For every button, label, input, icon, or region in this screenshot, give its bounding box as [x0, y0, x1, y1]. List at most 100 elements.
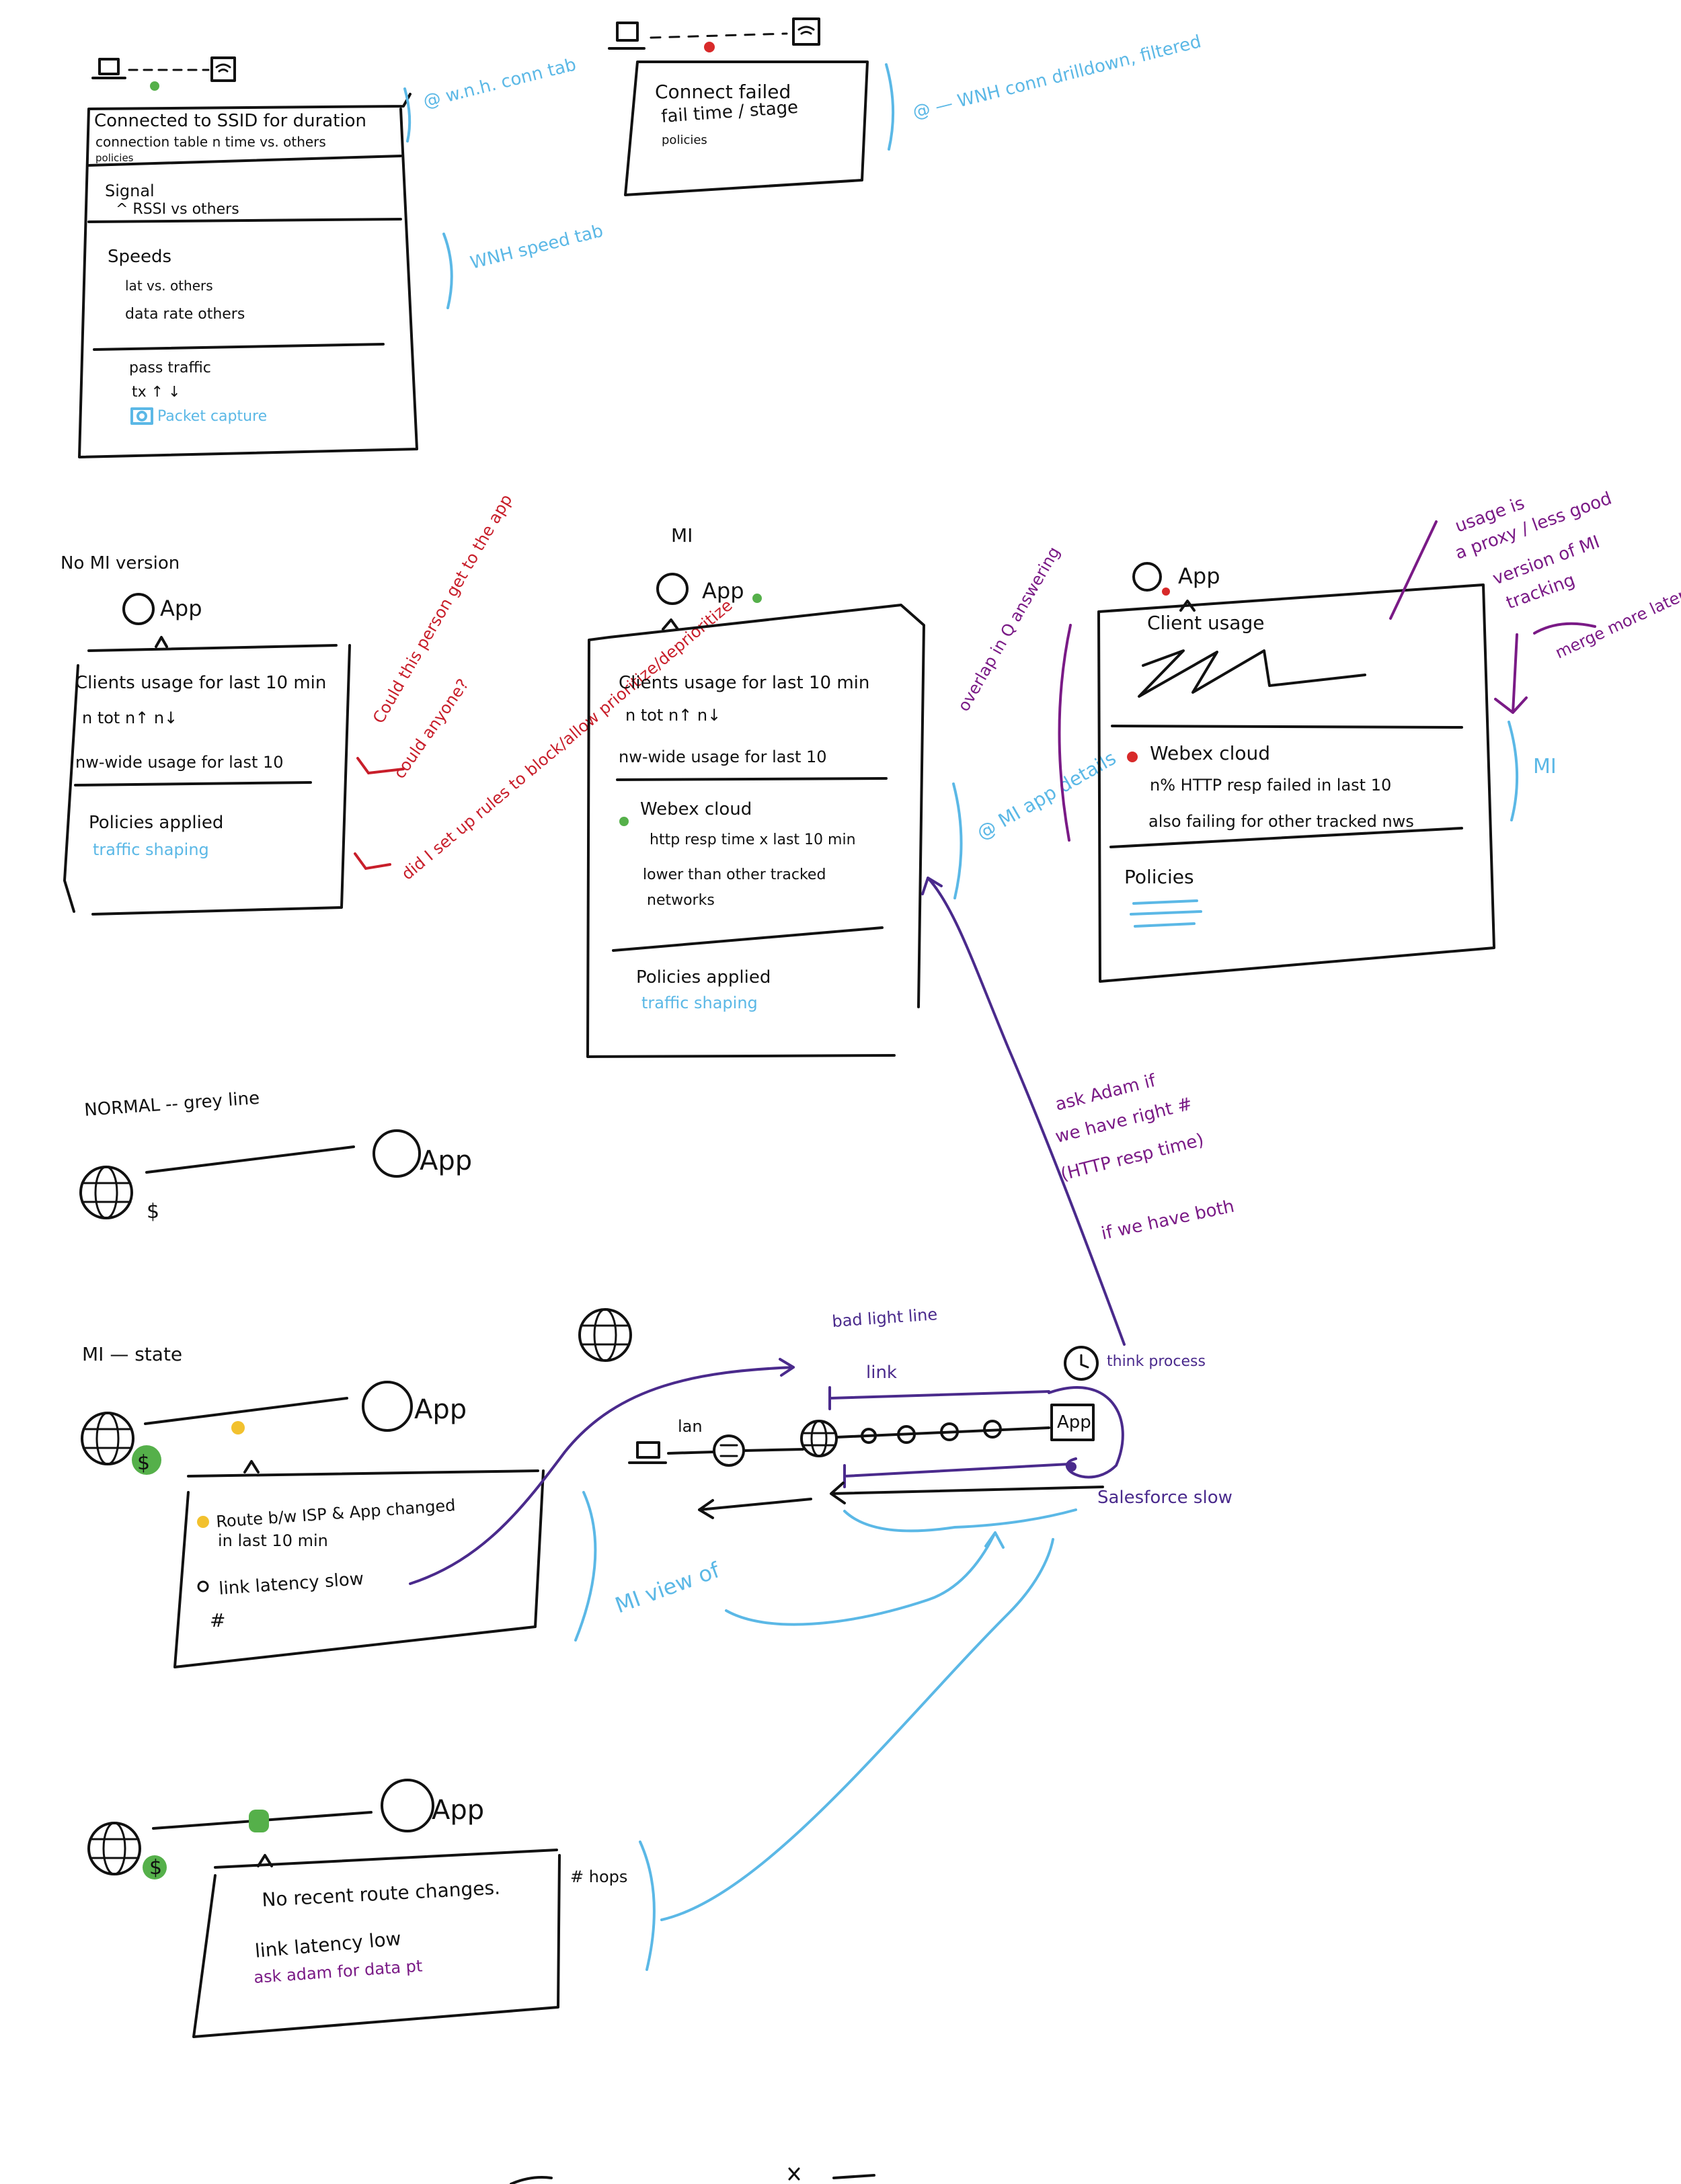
conn-line-3: policies [95, 152, 134, 164]
lower-than-tracked: lower than other tracked [643, 866, 826, 883]
arrow-to-chain [725, 1531, 1005, 1626]
datarate-vs-others: data rate others [125, 306, 245, 323]
signal-label: Signal [105, 181, 155, 200]
rssi-label: ^ RSSI vs others [116, 201, 239, 218]
mi-card: MI App Clients usage for last 10 min n t… [586, 524, 1120, 1058]
mi-heading: MI [671, 524, 693, 547]
app-label: App [160, 596, 202, 621]
laptop-icon [628, 1441, 667, 1464]
return-arrow-2 [698, 1498, 812, 1519]
globe-icon [800, 1420, 838, 1457]
hops-label: # hops [570, 1867, 627, 1886]
ask-adam-note: ask Adam if we have right # (HTTP resp t… [921, 877, 1236, 1346]
webex-cloud-label: Webex cloud [640, 799, 752, 819]
status-dot-yellow [197, 1516, 209, 1528]
nw-wide-usage: nw-wide usage for last 10 [75, 753, 284, 772]
speeds-label: Speeds [108, 247, 171, 267]
green-blob [143, 1855, 167, 1879]
salesforce-slow-1: Salesforce slow [1097, 1488, 1233, 1508]
status-dot-red [704, 42, 715, 52]
webex-cloud-label: Webex cloud [1150, 742, 1270, 764]
app-circle-green [362, 1381, 413, 1432]
app-circle-icon [1132, 562, 1162, 592]
no-mi-heading: No MI version [61, 553, 180, 573]
usage-counts: n tot n↑ n↓ [82, 709, 178, 727]
merge-later-note: merge more later? [1553, 582, 1681, 663]
cost-icon: $ [147, 1200, 159, 1223]
route-changed-2: in last 10 min [218, 1531, 328, 1550]
pass-traffic-label: pass traffic [129, 360, 211, 376]
policies-applied: Policies applied [636, 967, 771, 987]
packet-capture-link[interactable]: Packet capture [157, 408, 267, 425]
hash-mark: # [210, 1609, 225, 1631]
note-conn-tab: @ w.n.h. conn tab [421, 54, 578, 112]
ask-adam-line-4: if we have both [1099, 1197, 1236, 1244]
hop-node [983, 1420, 1002, 1439]
clock-icon [1064, 1346, 1099, 1381]
note-conn-drilldown: @ — WNH conn drilldown, filtered [910, 32, 1203, 123]
latency-vs-others: lat vs. others [125, 278, 213, 294]
return-span [843, 1463, 1070, 1488]
cut-off-sketch [510, 2167, 875, 2184]
globe-icon [87, 1822, 141, 1875]
bracket-mi-view [574, 1491, 597, 1642]
laptop-icon [608, 22, 646, 50]
mi-view-label: MI view of [612, 1557, 724, 1618]
network-chain: bad light line link lan App think proces… [578, 1305, 1233, 1533]
globe-icon [79, 1166, 133, 1219]
link-line [144, 1397, 348, 1425]
status-dot-green [150, 81, 159, 91]
arrow-to-chain-bottom [660, 1538, 1054, 1921]
traffic-shaping-link[interactable]: traffic shaping [93, 840, 209, 859]
status-dot-red [1162, 588, 1170, 596]
laptop-icon [91, 58, 126, 79]
app-label: App [414, 1394, 467, 1425]
mi-state-heading: MI — state [82, 1343, 182, 1365]
status-dot-red [1127, 752, 1138, 762]
no-route-change-state: $ App No recent route changes. link late… [87, 1538, 1054, 2038]
arrow-to-webex [921, 877, 1126, 1346]
hop-node [897, 1425, 916, 1444]
client-usage-card: App Client usage Webex cloud n% HTTP res… [1058, 488, 1681, 983]
think-process-label: think process [1107, 1353, 1206, 1370]
usage-counts: n tot n↑ n↓ [625, 706, 721, 725]
tx-rx-arrows: tx ↑ ↓ [132, 384, 181, 401]
no-mi-version-card: No MI version App Clients usage for last… [61, 491, 736, 916]
hop-node [940, 1422, 959, 1441]
dashed-link [650, 32, 788, 39]
bracket-hops [639, 1841, 656, 1971]
cost-icon: $ [149, 1856, 162, 1879]
globe-icon [81, 1412, 134, 1465]
conn-line-1: Connected to SSID for duration [94, 111, 366, 131]
wifi-ap-icon [210, 56, 236, 82]
app-circle-icon [656, 573, 689, 605]
client-usage-label: Clients usage for last 10 min [619, 673, 869, 693]
traffic-shaping-link[interactable]: traffic shaping [641, 994, 758, 1012]
http-resp-time: http resp time x last 10 min [650, 832, 856, 848]
grey-link-line [145, 1145, 355, 1174]
lan-label: lan [678, 1417, 703, 1436]
bracket-mi [1508, 721, 1519, 821]
also-failing-label: also failing for other tracked nws [1148, 812, 1414, 831]
green-blob [132, 1445, 161, 1475]
down-arrow [1494, 633, 1528, 714]
policies-label: Policies [1124, 866, 1194, 888]
link-latency-low: link latency low [254, 1927, 402, 1962]
bracket-drilldown [885, 63, 895, 151]
hop-node [861, 1428, 877, 1444]
bracket-app-details [952, 782, 963, 899]
http-failed-label: n% HTTP resp failed in last 10 [1150, 776, 1391, 795]
status-blob-green [249, 1810, 269, 1832]
question-could-person: Could this person get to the app [369, 491, 516, 727]
overlap-note: overlap in Q answering [954, 544, 1064, 715]
conn-line-2: connection table n time vs. others [95, 134, 326, 150]
client-usage-label: Client usage [1147, 612, 1264, 634]
policies-label: policies [662, 133, 707, 147]
status-dot-green [619, 817, 629, 826]
bad-line-label: bad light line [831, 1305, 938, 1331]
note-mi-app-details: @ MI app details [973, 747, 1120, 844]
normal-state: NORMAL -- grey line $ App [79, 1088, 472, 1223]
client-usage-label: Clients usage for last 10 min [75, 673, 326, 693]
camera-icon[interactable] [130, 407, 153, 425]
